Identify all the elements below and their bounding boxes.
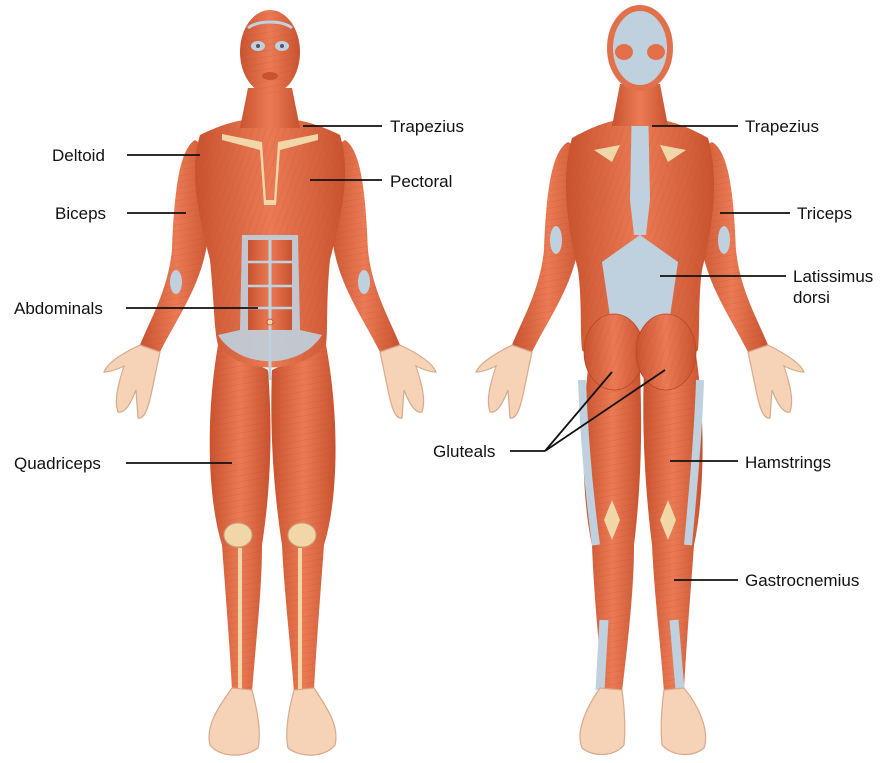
svg-text:Trapezius: Trapezius — [745, 117, 819, 136]
back-left-hand — [476, 345, 532, 418]
back-torso — [566, 100, 714, 390]
back-left-foot — [580, 688, 625, 754]
label-deltoid: Deltoid — [52, 146, 200, 165]
label-biceps: Biceps — [55, 204, 186, 223]
svg-text:Latissimus: Latissimus — [793, 267, 873, 286]
back-head — [610, 8, 670, 88]
back-right-foot — [661, 688, 705, 754]
svg-text:Biceps: Biceps — [55, 204, 106, 223]
label-triceps: Triceps — [720, 204, 852, 223]
svg-text:Deltoid: Deltoid — [52, 146, 105, 165]
svg-text:Hamstrings: Hamstrings — [745, 453, 831, 472]
front-left-hand — [104, 345, 160, 418]
front-right-foot — [287, 688, 336, 755]
front-right-knee — [288, 523, 316, 547]
svg-text:Pectoral: Pectoral — [390, 172, 452, 191]
front-left-knee — [224, 523, 252, 547]
front-left-foot — [209, 688, 259, 755]
label-gastrocnemius: Gastrocnemius — [674, 571, 859, 590]
svg-text:Abdominals: Abdominals — [14, 299, 103, 318]
front-right-hand — [380, 345, 436, 418]
svg-text:Quadriceps: Quadriceps — [14, 454, 101, 473]
svg-text:dorsi: dorsi — [793, 288, 830, 307]
front-head — [240, 10, 300, 94]
svg-text:Triceps: Triceps — [797, 204, 852, 223]
svg-text:Gluteals: Gluteals — [433, 442, 495, 461]
front-right-leg — [271, 345, 335, 692]
svg-text:Gastrocnemius: Gastrocnemius — [745, 571, 859, 590]
svg-text:Trapezius: Trapezius — [390, 117, 464, 136]
back-right-hand — [748, 345, 804, 418]
front-torso — [195, 118, 345, 380]
label-quadriceps: Quadriceps — [14, 454, 232, 473]
anterior-view-figure — [104, 10, 436, 755]
